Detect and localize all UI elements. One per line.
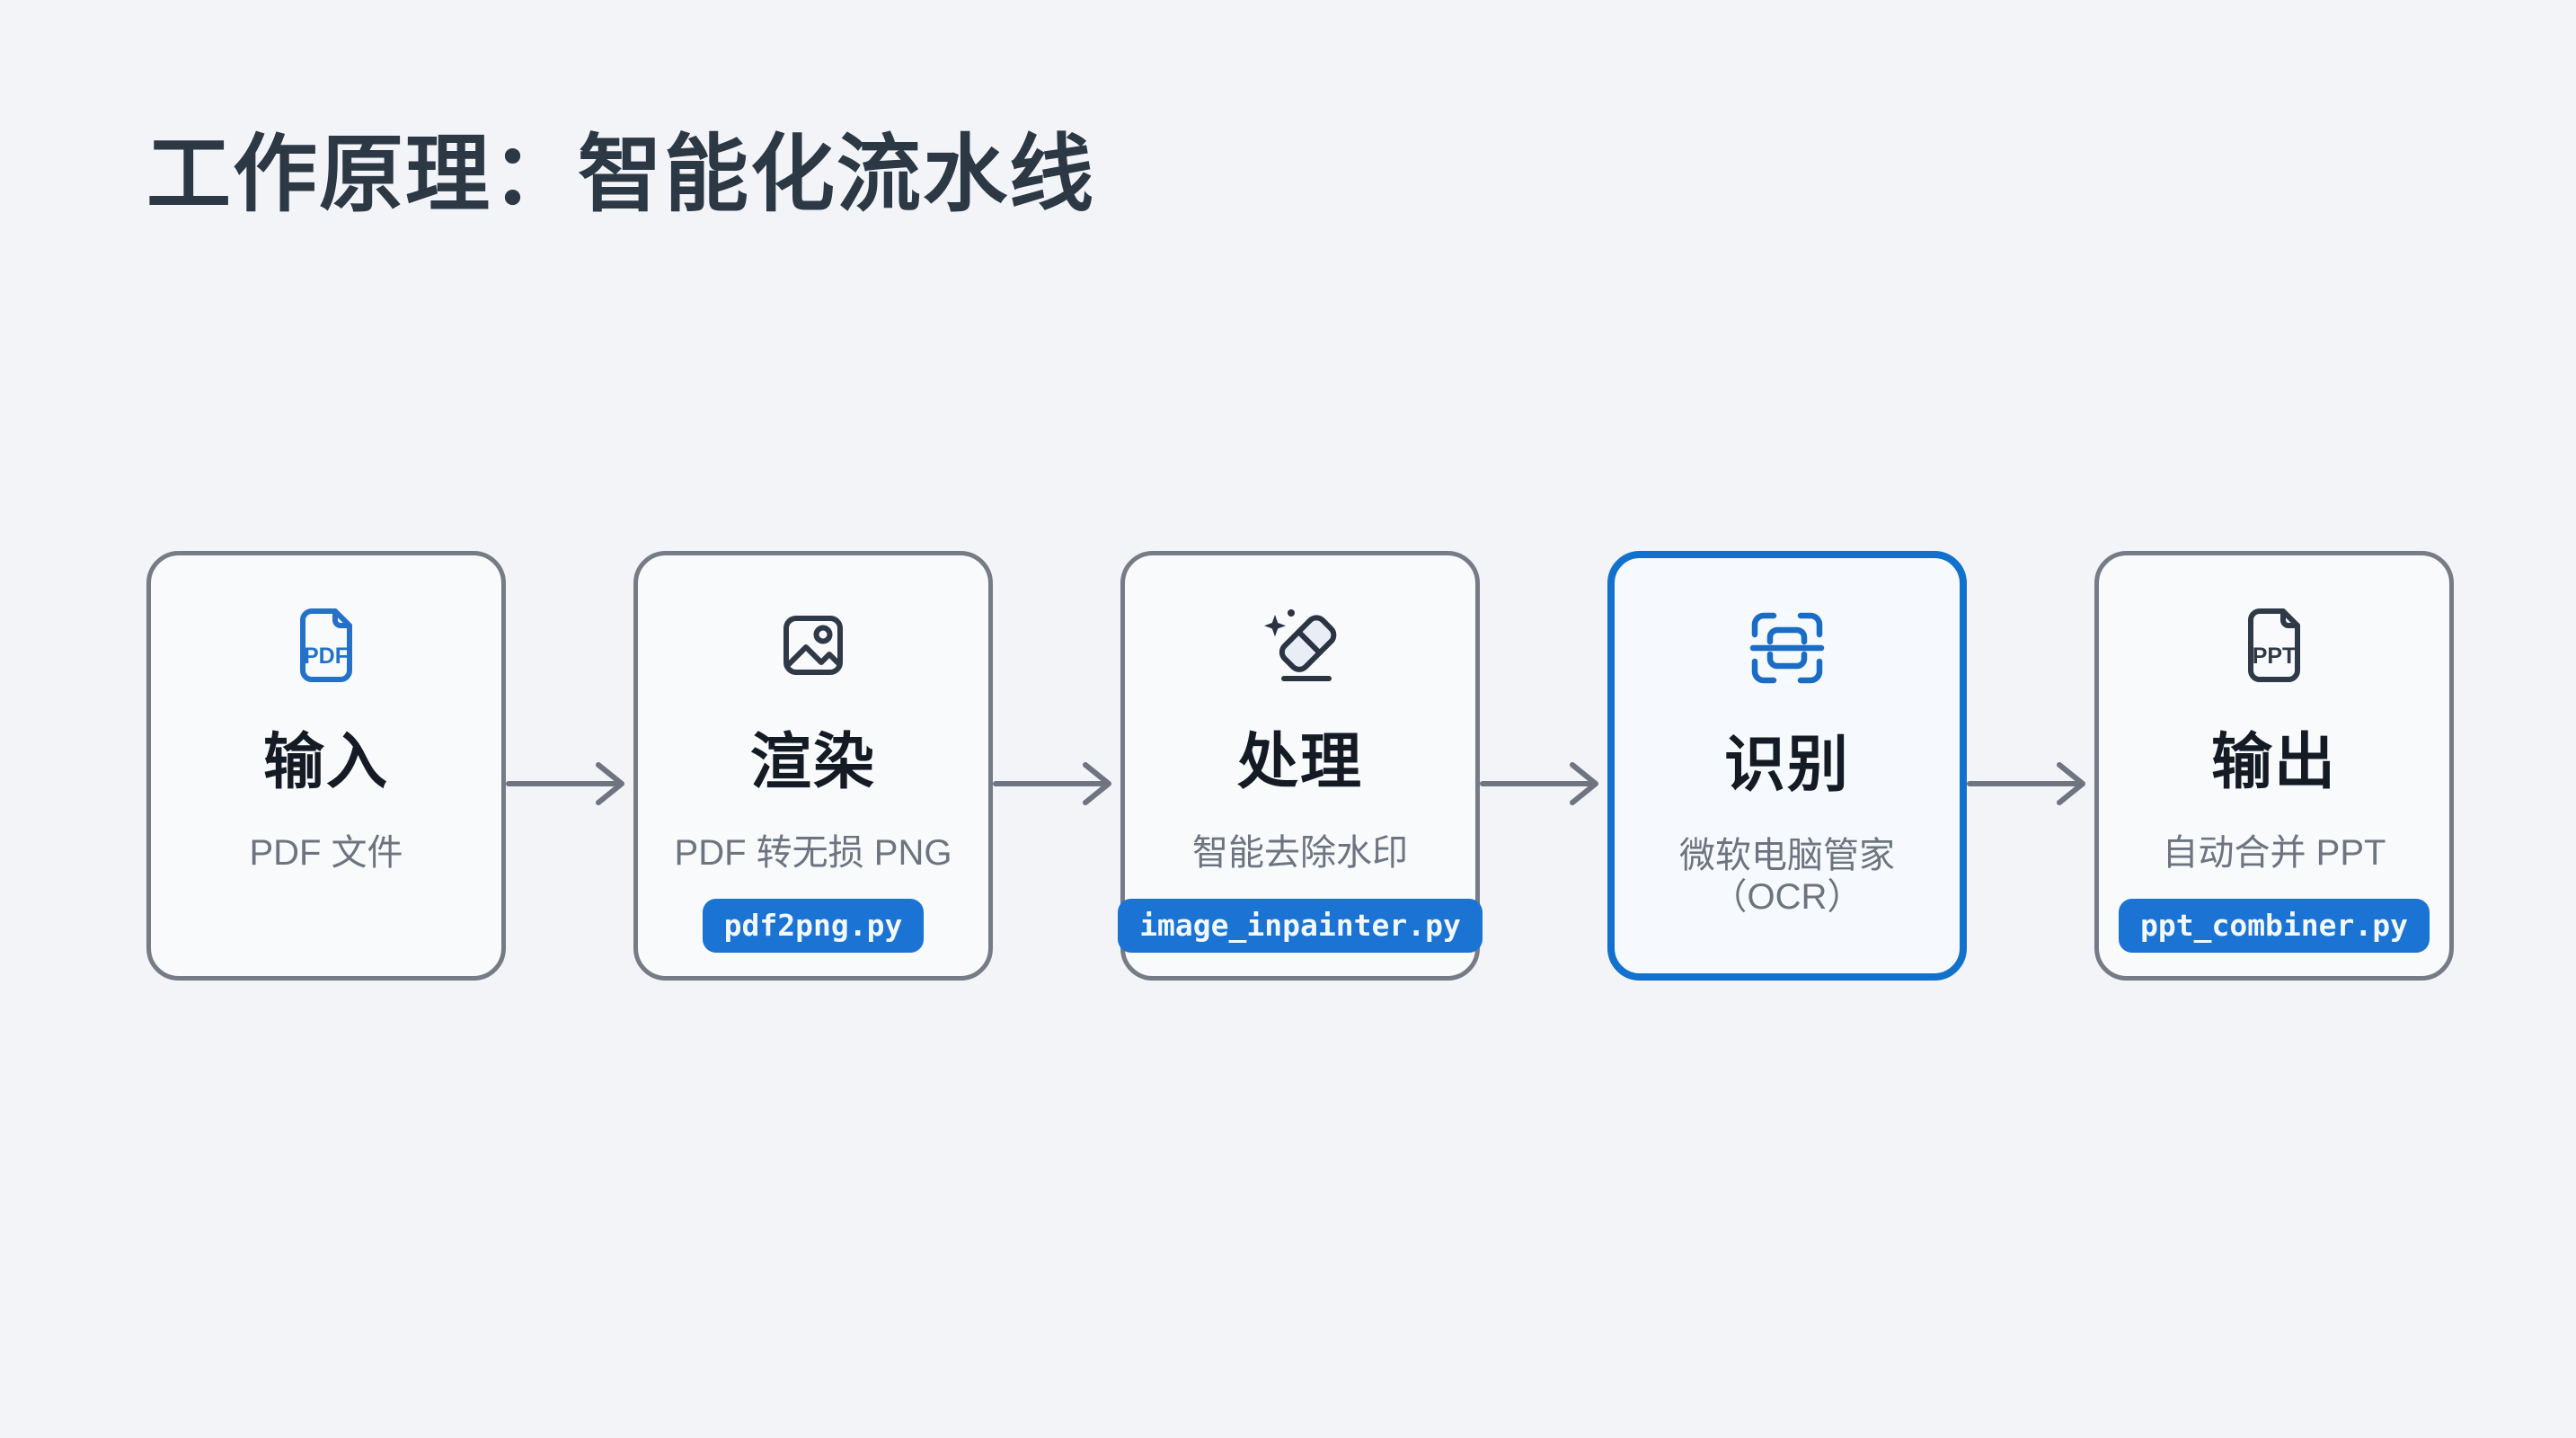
- flow-arrow: [1480, 757, 1607, 811]
- step-subtitle: PDF 转无损 PNG: [674, 833, 952, 873]
- arrow-right-icon: [993, 762, 1111, 805]
- pipeline-step-recognize: 识别 微软电脑管家 （OCR）: [1607, 551, 1967, 981]
- step-script-badge: image_inpainter.py: [1118, 899, 1483, 953]
- step-subtitle: 微软电脑管家: [1679, 836, 1895, 875]
- step-icon-slot: PDF: [283, 602, 369, 688]
- eraser-sparkle-icon: [1264, 609, 1337, 681]
- pipeline-step-input: PDF 输入 PDF 文件: [146, 551, 506, 981]
- ocr-scan-icon: [1749, 612, 1825, 684]
- arrow-right-icon: [1967, 762, 2085, 805]
- step-subtitle-line2: （OCR）: [1711, 877, 1863, 917]
- step-icon-slot: [1257, 602, 1343, 688]
- step-script-badge: pdf2png.py: [702, 899, 925, 953]
- flow-arrow: [506, 757, 633, 811]
- svg-text:PDF: PDF: [304, 644, 349, 669]
- pipeline-step-process: 处理 智能去除水印 image_inpainter.py: [1118, 551, 1483, 981]
- step-icon-slot: [770, 602, 856, 688]
- step-subtitle: 智能去除水印: [1192, 833, 1408, 873]
- flow-arrow: [993, 757, 1120, 811]
- step-title: 输入: [262, 728, 389, 796]
- step-title: 识别: [1723, 731, 1850, 799]
- step-subtitle: 自动合并 PPT: [2162, 833, 2386, 873]
- step-icon-slot: [1744, 605, 1830, 691]
- step-icon-slot: PPT: [2231, 602, 2317, 688]
- step-script-badge: ppt_combiner.py: [2118, 899, 2430, 953]
- flow-arrow: [1967, 757, 2094, 811]
- image-icon: [783, 616, 843, 675]
- svg-text:PPT: PPT: [2253, 644, 2297, 669]
- pipeline: PDF 输入 PDF 文件 渲染 PDF 转无损 PNG pdf2png.py: [146, 551, 2454, 981]
- step-title: 处理: [1236, 728, 1363, 796]
- pipeline-step-output: PPT 输出 自动合并 PPT ppt_combiner.py: [2094, 551, 2454, 981]
- pipeline-step-render: 渲染 PDF 转无损 PNG pdf2png.py: [633, 551, 993, 981]
- arrow-right-icon: [1480, 762, 1598, 805]
- page-title: 工作原理：智能化流水线: [146, 127, 1096, 221]
- step-subtitle: PDF 文件: [249, 833, 403, 873]
- ppt-file-icon: PPT: [2248, 608, 2300, 682]
- step-title: 渲染: [749, 728, 876, 796]
- arrow-right-icon: [506, 762, 624, 805]
- pdf-file-icon: PDF: [300, 608, 352, 682]
- step-title: 输出: [2210, 728, 2337, 796]
